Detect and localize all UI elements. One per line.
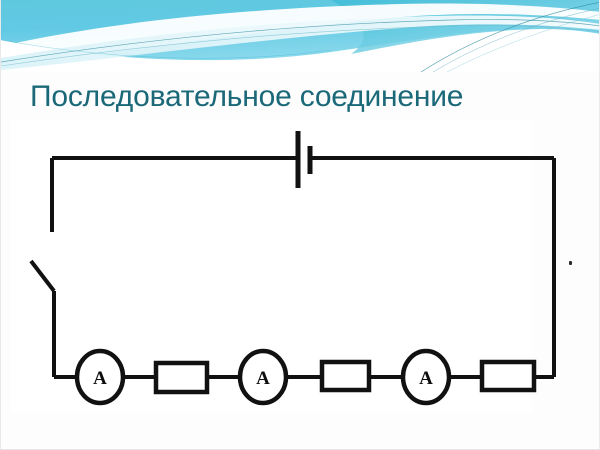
slide-title: Последовательное соединение [30, 80, 464, 113]
circuit-image-frame [11, 120, 532, 413]
wave-banner-graphic [1, 0, 599, 72]
stray-mark [569, 261, 572, 265]
